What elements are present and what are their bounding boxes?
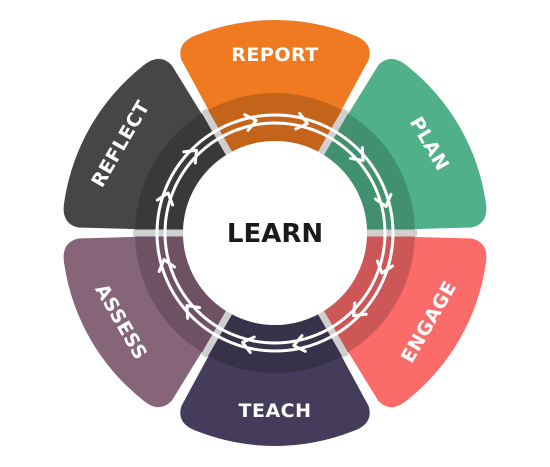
cycle-arrow-icon — [185, 304, 202, 320]
cycle-arrow-ring — [155, 111, 395, 355]
cycle-arrow-icon — [157, 258, 176, 273]
cycle-arrow-icon — [294, 111, 309, 131]
cycle-ring-outer — [155, 113, 395, 353]
stage-petals — [63, 20, 487, 446]
stage-label-report: REPORT — [231, 44, 318, 66]
cycle-arrow-icon — [292, 334, 307, 353]
cycle-arrow-icon — [182, 148, 198, 165]
petal-teach — [180, 345, 370, 446]
cycle-arrow-icon — [155, 191, 175, 207]
cycle-arrow-icon — [241, 335, 256, 355]
stage-label-teach: TEACH — [239, 400, 312, 422]
petal-report — [180, 20, 370, 121]
cycle-arrow-icon — [374, 193, 393, 208]
cycle-arrow-icon — [348, 146, 365, 162]
petal-reflect — [63, 58, 208, 230]
cycle-arrow-icon — [352, 301, 368, 318]
center-circle — [183, 141, 367, 325]
petal-assess — [63, 236, 208, 408]
cycle-arrow-icon — [375, 259, 395, 275]
petal-plan — [342, 58, 487, 230]
cycle-ring-inner — [163, 121, 387, 345]
petal-engage — [342, 236, 487, 408]
center-label: LEARN — [227, 219, 323, 249]
cycle-arrow-icon — [243, 113, 258, 132]
